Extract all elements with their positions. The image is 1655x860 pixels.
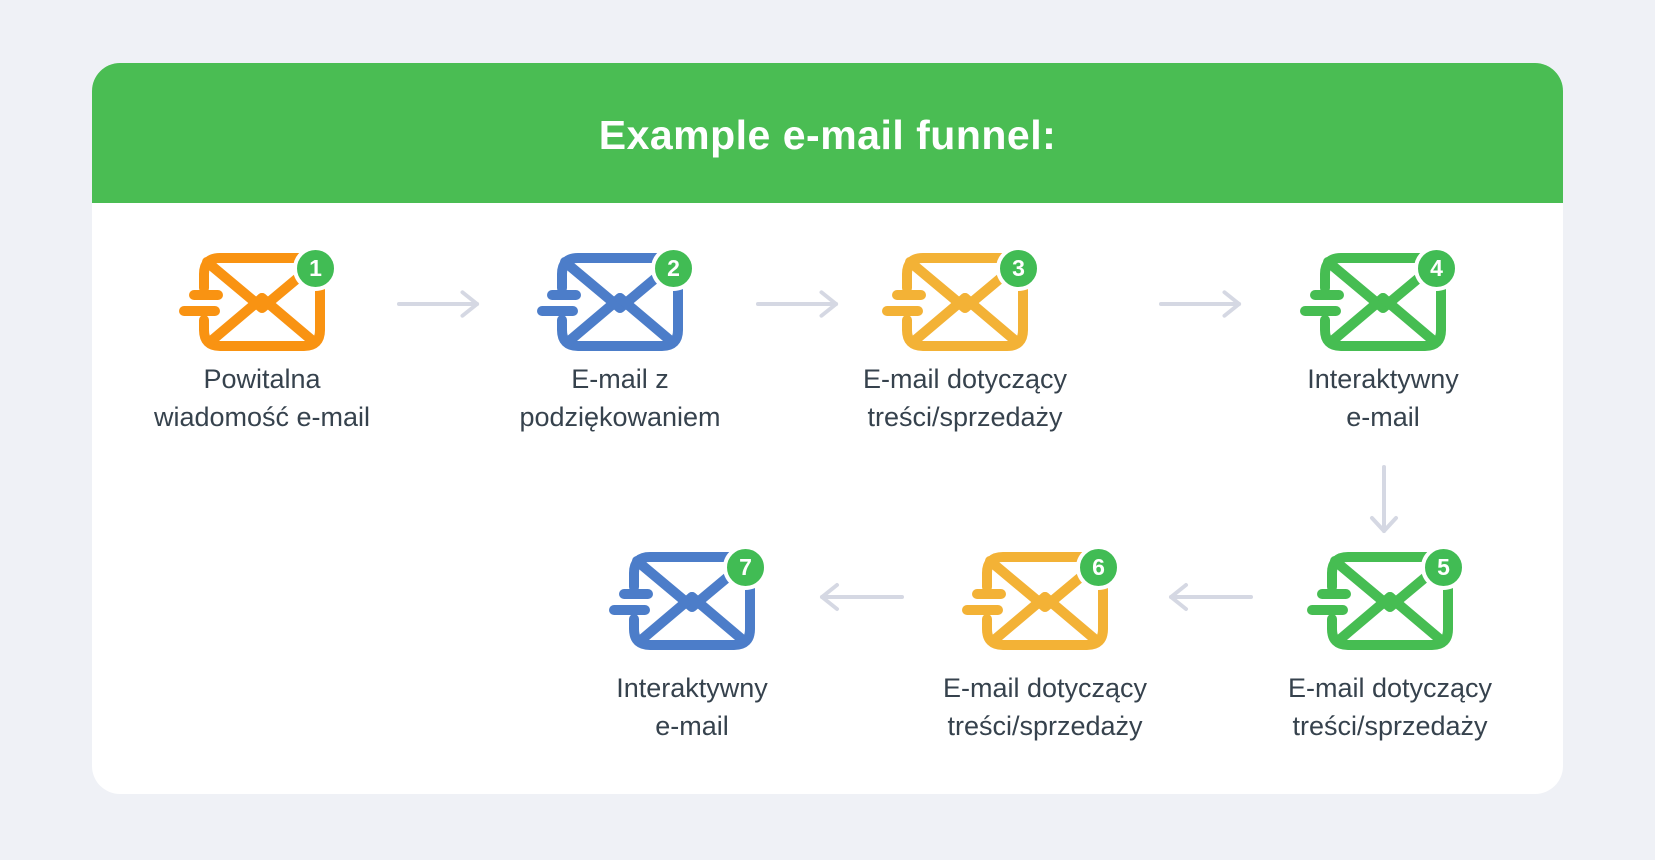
arrow-right-icon xyxy=(1158,289,1244,319)
step-number: 6 xyxy=(1092,554,1105,580)
email-send-icon: 1 xyxy=(174,244,338,360)
funnel-step-6: 6 E-mail dotyczący treści/sprzedaży xyxy=(875,543,1215,745)
step-label: E-mail dotyczący treści/sprzedaży xyxy=(1287,673,1493,741)
email-send-icon: 4 xyxy=(1295,244,1459,360)
email-send-icon: 6 xyxy=(957,543,1121,659)
funnel-step-1: 1 Powitalna wiadomość e-mail xyxy=(92,244,432,436)
step-number-badge: 3 xyxy=(996,246,1041,291)
step-number-badge: 1 xyxy=(293,246,338,291)
funnel-step-5: 5 E-mail dotyczący treści/sprzedaży xyxy=(1220,543,1560,745)
email-send-icon: 3 xyxy=(877,244,1041,360)
email-send-icon: 7 xyxy=(604,543,768,659)
arrow-right-icon xyxy=(755,289,841,319)
step-number: 1 xyxy=(309,255,322,281)
step-number-badge: 7 xyxy=(723,545,768,590)
funnel-step-3: 3 E-mail dotyczący treści/sprzedaży xyxy=(795,244,1135,436)
step-number: 7 xyxy=(739,554,752,580)
funnel-step-2: 2 E-mail z podziękowaniem xyxy=(450,244,790,436)
arrow-left-icon xyxy=(1166,582,1254,612)
arrow-down-icon xyxy=(1366,464,1402,536)
funnel-card: Example e-mail funnel: xyxy=(92,63,1563,794)
step-number: 3 xyxy=(1012,255,1025,281)
step-number-badge: 4 xyxy=(1414,246,1459,291)
step-number: 4 xyxy=(1430,255,1443,281)
step-number-badge: 6 xyxy=(1076,545,1121,590)
step-label: Powitalna wiadomość e-mail xyxy=(153,364,371,432)
email-send-icon: 5 xyxy=(1302,543,1466,659)
step-number-badge: 5 xyxy=(1421,545,1466,590)
step-label: Interaktywny e-mail xyxy=(1307,364,1459,432)
step-label: E-mail dotyczący treści/sprzedaży xyxy=(942,673,1148,741)
step-label: Interaktywny e-mail xyxy=(616,673,768,741)
funnel-header: Example e-mail funnel: xyxy=(92,63,1563,203)
email-send-icon: 2 xyxy=(532,244,696,360)
arrow-left-icon xyxy=(817,582,905,612)
funnel-step-7: 7 Interaktywny e-mail xyxy=(522,543,862,745)
step-label: E-mail z podziękowaniem xyxy=(519,364,721,432)
step-number-badge: 2 xyxy=(651,246,696,291)
step-label: E-mail dotyczący treści/sprzedaży xyxy=(862,364,1068,432)
funnel-step-4: 4 Interaktywny e-mail xyxy=(1213,244,1553,436)
page-title: Example e-mail funnel: xyxy=(598,111,1057,158)
step-number: 5 xyxy=(1437,554,1450,580)
step-number: 2 xyxy=(667,255,680,281)
arrow-right-icon xyxy=(396,289,482,319)
